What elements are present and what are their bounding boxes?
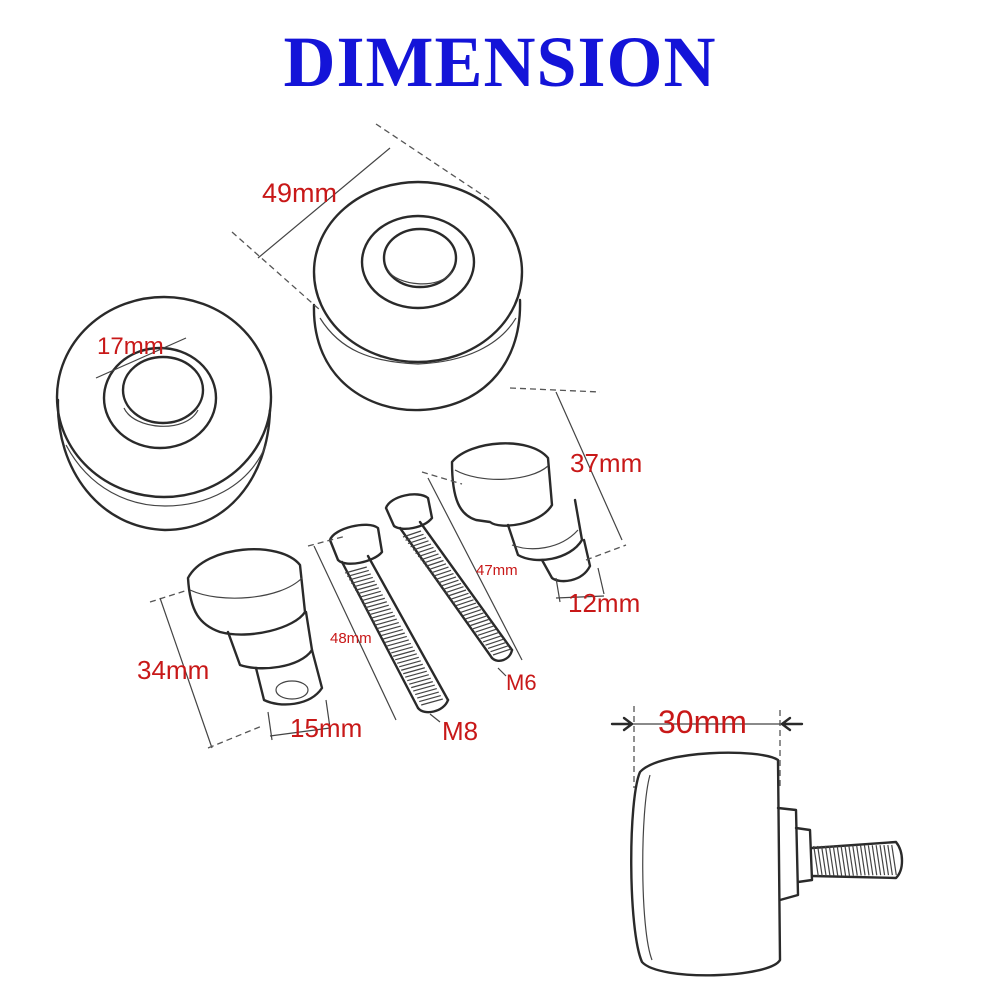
label-15mm: 15mm: [290, 713, 362, 743]
page-title: DIMENSION: [283, 22, 717, 102]
slider-b: [186, 548, 324, 706]
label-37mm: 37mm: [570, 448, 642, 478]
slider-a: [450, 442, 592, 583]
dimension-labels: 49mm 17mm 37mm 12mm 47mm M6 48mm M8 34mm…: [97, 178, 747, 746]
small-spacer: [55, 295, 273, 532]
label-m8: M8: [442, 716, 478, 746]
label-34mm: 34mm: [137, 655, 209, 685]
bolt-m8: [328, 523, 450, 714]
dimension-lines: [95, 123, 804, 790]
label-47mm: 47mm: [476, 562, 518, 579]
label-49mm: 49mm: [262, 178, 337, 208]
label-48mm: 48mm: [330, 630, 372, 647]
label-30mm: 30mm: [658, 704, 747, 740]
large-spacer: [312, 180, 524, 412]
label-m6: M6: [506, 670, 537, 695]
bolt-m6: [384, 493, 514, 662]
label-12mm: 12mm: [568, 588, 640, 618]
label-17mm: 17mm: [97, 333, 164, 360]
assembled-slider: [630, 751, 904, 977]
